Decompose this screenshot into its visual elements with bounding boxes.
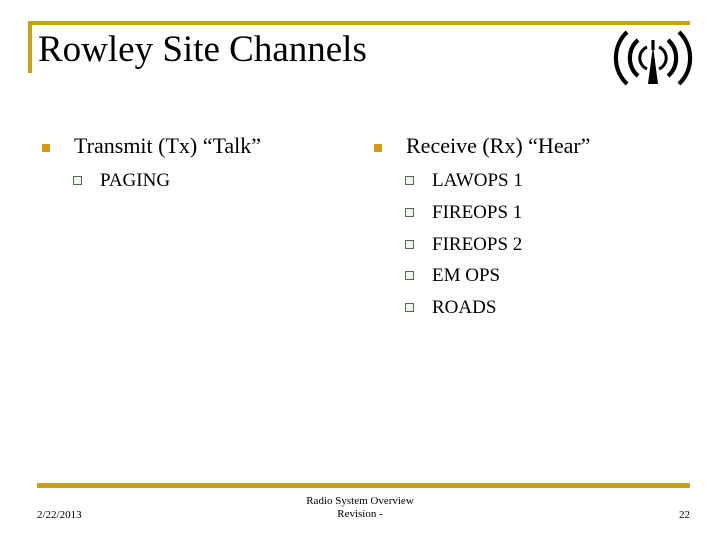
footer-center-text: Radio System Overview Revision - [0,495,720,521]
column-transmit-heading: Transmit (Tx) “Talk” [36,131,366,161]
hollow-square-bullet-icon [405,207,414,217]
column-transmit-list: PAGING [36,165,366,197]
list-item-label: PAGING [100,170,171,191]
list-item: EM OPS [368,260,698,292]
list-item: FIREOPS 1 [368,197,698,229]
list-item: LAWOPS 1 [368,165,698,197]
list-item: PAGING [36,165,366,197]
column-transmit: Transmit (Tx) “Talk” PAGING [36,131,366,197]
page-title: Rowley Site Channels [38,29,367,70]
list-item-label: FIREOPS 2 [432,233,523,255]
hollow-square-bullet-icon [405,176,414,185]
square-bullet-icon [42,144,50,152]
list-item: ROADS [368,292,698,324]
hollow-square-bullet-icon [405,303,414,313]
square-bullet-icon [374,144,382,152]
hollow-square-bullet-icon [405,239,414,249]
column-receive-list: LAWOPS 1 FIREOPS 1 FIREOPS 2 EM OPS ROAD… [368,165,698,324]
footer-date: 2/22/2013 [37,509,82,521]
column-receive: Receive (Rx) “Hear” LAWOPS 1 FIREOPS 1 F… [368,131,698,324]
radio-antenna-icon [613,26,693,90]
footer-deck-title: Radio System Overview [306,495,414,507]
footer-revision: Revision - [337,508,383,520]
footer-page-number: 22 [679,509,690,521]
footer-rule [37,483,690,488]
column-receive-heading: Receive (Rx) “Hear” [368,131,698,161]
hollow-square-bullet-icon [405,271,414,281]
list-item: FIREOPS 2 [368,229,698,261]
column-receive-heading-label: Receive (Rx) “Hear” [406,133,591,158]
list-item-label: FIREOPS 1 [432,201,523,223]
title-top-rule [28,21,690,25]
title-left-rule [28,21,32,73]
list-item-label: EM OPS [432,265,501,287]
column-transmit-heading-label: Transmit (Tx) “Talk” [74,133,262,158]
list-item-label: ROADS [432,297,497,319]
list-item-label: LAWOPS 1 [432,170,523,191]
hollow-square-bullet-icon [73,176,82,185]
